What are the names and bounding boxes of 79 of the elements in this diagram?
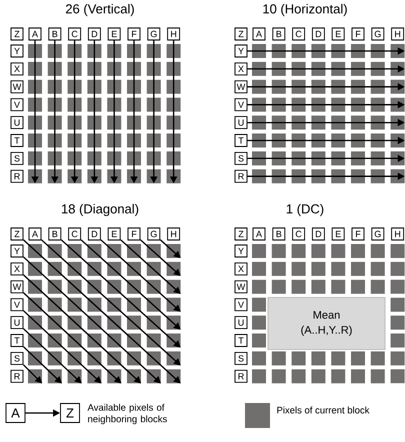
pixel-box: Y <box>234 244 248 258</box>
pixel-box: A <box>6 403 26 423</box>
pixel-box: E <box>332 228 345 240</box>
pixel-box: Z <box>10 228 24 240</box>
pixel-box: Z <box>60 403 80 423</box>
pixel-box: H <box>391 228 404 240</box>
pixel-box: S <box>10 352 24 365</box>
pixel-box: E <box>332 28 345 40</box>
panel-title: 26 (Vertical) <box>66 4 134 16</box>
pixel-box: B <box>272 28 286 40</box>
pixel-box: W <box>10 80 24 94</box>
pixel-box: G <box>371 28 384 40</box>
pixel-box: D <box>312 228 325 240</box>
pixel-box: U <box>234 116 248 130</box>
pixel-box: X <box>234 262 248 276</box>
pixel-box: F <box>352 228 364 240</box>
pixel-box: U <box>234 316 248 330</box>
pixel-box: S <box>234 352 248 365</box>
pixel-box: Z <box>10 28 24 40</box>
pixel-box: F <box>128 28 140 40</box>
pixel-box: T <box>234 134 248 147</box>
pixel-box: V <box>234 298 248 312</box>
pixel-box: E <box>108 28 121 40</box>
pixel-box: Y <box>10 44 24 58</box>
arrow <box>23 346 62 384</box>
pixel-box: G <box>147 28 160 40</box>
pixel-box: Y <box>234 44 248 58</box>
pixel-box: H <box>167 228 180 240</box>
pixel-box: Z <box>234 28 248 40</box>
pixel-box: D <box>312 28 325 40</box>
pixel-box: B <box>48 28 62 40</box>
pixel-box: U <box>10 116 24 130</box>
pixel-box: R <box>10 370 24 383</box>
pixel-box: C <box>68 228 82 240</box>
panel-title: 1 (DC) <box>286 204 324 216</box>
pixel-box: B <box>48 228 62 240</box>
pixel-box: R <box>234 170 248 183</box>
arrow <box>23 256 161 384</box>
pixel-box: F <box>352 28 364 40</box>
pixel-box: T <box>234 334 248 347</box>
panel-title: 18 (Diagonal) <box>62 204 138 216</box>
pixel-box: V <box>234 98 248 112</box>
pixel-box: R <box>234 370 248 383</box>
pixel-box: A <box>252 28 266 40</box>
pixel-box: S <box>10 152 24 165</box>
pixel-box: H <box>391 28 404 40</box>
pixel-box: E <box>108 228 121 240</box>
pixel-box: F <box>128 228 140 240</box>
pixel-box: A <box>252 228 266 240</box>
legend-text: Available pixels of neighboring blocks <box>88 404 167 424</box>
pixel-box: S <box>234 152 248 165</box>
pixel-box: R <box>10 170 24 183</box>
pixel-box: C <box>292 28 306 40</box>
pixel-box: W <box>234 80 248 94</box>
pixel-box: C <box>292 228 306 240</box>
pixel-box: V <box>10 298 24 312</box>
pixel-box: B <box>272 228 286 240</box>
pixel-box: D <box>88 228 101 240</box>
pixel-box: A <box>28 28 42 40</box>
legend-text: Pixels of current block <box>277 406 370 414</box>
pixel-box: W <box>234 280 248 294</box>
pixel-box: C <box>68 28 82 40</box>
pixel-box: Y <box>10 244 24 258</box>
pixel-box: T <box>10 134 24 147</box>
pixel-box: D <box>88 28 101 40</box>
pixel-box: A <box>28 228 42 240</box>
pixel-box: T <box>10 334 24 347</box>
pixel-box: X <box>234 62 248 76</box>
pixel-box: W <box>10 280 24 294</box>
pixel-box: G <box>147 228 160 240</box>
mean-box: Mean (A..H,Y..R) <box>268 297 386 350</box>
pixel-box: G <box>371 228 384 240</box>
pixel-box: X <box>10 262 24 276</box>
pixel-box: U <box>10 316 24 330</box>
panel-title: 10 (Horizontal) <box>263 4 347 16</box>
pixel-box: H <box>167 28 180 40</box>
pixel-box: X <box>10 62 24 76</box>
pixel-box: Z <box>234 228 248 240</box>
pixel-box: V <box>10 98 24 112</box>
